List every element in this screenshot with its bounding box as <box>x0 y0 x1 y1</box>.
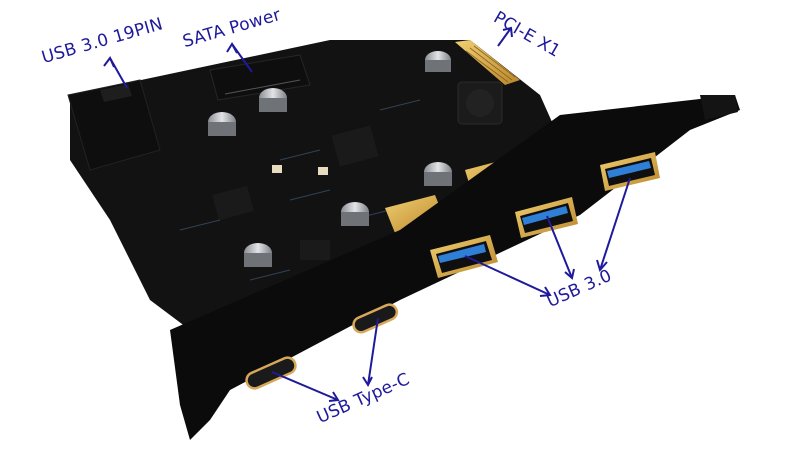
usb3-port-3 <box>600 152 660 191</box>
pcb-board <box>70 40 560 330</box>
usbc-port-1 <box>245 356 297 390</box>
usb-19pin-header <box>67 79 161 171</box>
capacitors <box>208 51 452 267</box>
arrow-usb3-3 <box>596 177 631 273</box>
arrow-usbc-2 <box>362 317 379 388</box>
sata-power-connector <box>209 54 311 101</box>
arrow-usb3-2 <box>546 215 575 280</box>
annotation-arrows <box>103 26 631 402</box>
arrow-usbc-1 <box>271 371 340 402</box>
pcie-gold-fingers <box>455 40 520 85</box>
arrow-sata <box>226 42 253 73</box>
usb3-port-2 <box>515 197 578 238</box>
arrow-pcie <box>497 26 513 47</box>
usb3-port-1 <box>430 235 498 278</box>
arrow-usb3-1 <box>464 255 552 297</box>
usbc-port-2 <box>352 303 399 334</box>
arrow-usb-header <box>103 56 128 89</box>
